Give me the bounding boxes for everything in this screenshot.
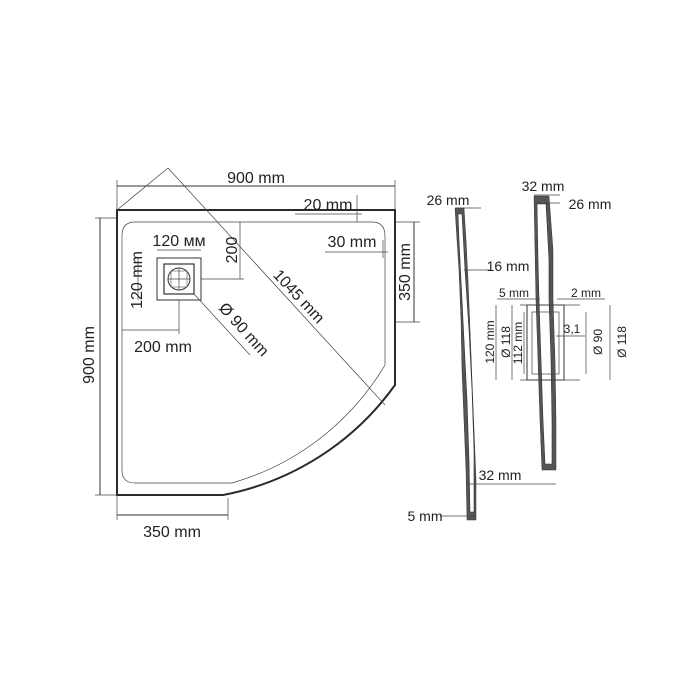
plan-right-straight: 350 mm [397,243,414,301]
section-right-gap: 2 mm [571,286,601,300]
plan-left-height: 900 mm [81,326,98,384]
section-slot: 3,1 [564,322,581,336]
section-top-height: 32 mm [522,178,565,194]
section-pipe-dia: Ø 90 [591,329,605,355]
section-inner-height: 112 mm [511,322,525,364]
profile-top-thickness: 26 mm [427,192,470,208]
plan-drain-dist-left: 200 mm [134,339,192,356]
plan-inner-top-offset: 20 mm [304,197,353,214]
plan-bottom-straight: 350 mm [143,524,201,541]
section-top-rim: 26 mm [569,196,612,212]
plan-inner-right-offset: 30 mm [328,234,377,251]
section-outer-dia-left: Ø 118 [499,326,513,358]
profile-bottom-thickness: 5 mm [408,508,443,524]
plan-drain-height: 120 mm [129,251,146,309]
plan-view: 900 mm 900 mm 1045 mm 20 mm 30 mm 350 mm… [81,167,420,541]
profile-mid-thickness: 16 mm [487,258,530,274]
section-bottom-height: 32 mm [479,467,522,483]
drain [156,257,202,301]
plan-drain-dist-top: 200 [224,237,241,264]
section-left-gap: 5 mm [499,286,529,300]
drain-section: 32 mm 26 mm 5 mm 2 mm 120 mm Ø 118 112 m… [468,178,629,485]
side-profile: 26 mm 16 mm 5 mm [408,192,530,524]
plan-top-width: 900 mm [227,170,285,187]
section-outer-dia-right: Ø 118 [615,326,629,358]
section-body-height: 120 mm [483,320,497,363]
tray-basin-outline [121,221,386,484]
plan-drain-width: 120 мм [152,233,205,250]
